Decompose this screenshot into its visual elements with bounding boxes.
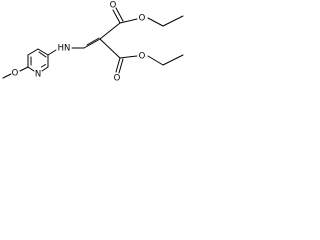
upper-carbonyl-oxygen-label: O <box>110 1 117 11</box>
lower-carbonyl-oxygen-label: O <box>114 74 121 84</box>
ring-amine-bond <box>47 49 57 56</box>
upper-carbonyl-bond <box>112 9 121 24</box>
lower-carbonyl-bond <box>115 57 121 73</box>
amine-label: HN <box>58 44 71 54</box>
pyridine-nitrogen-label: N <box>35 70 41 80</box>
upper-ethyl-bond-2 <box>162 15 184 27</box>
ring-bond-3-inner <box>38 51 47 58</box>
ring-bond-2 <box>27 48 39 56</box>
lower-ethyl-bond-2 <box>162 54 184 66</box>
ring-bond-5-inner <box>41 64 46 68</box>
lower-carbonyl-bond-inner <box>118 58 124 74</box>
upper-ester-bond <box>99 22 121 40</box>
ring-bond-5 <box>41 66 49 72</box>
ring-bond-3 <box>37 48 49 56</box>
lower-alkoxy-bond <box>119 55 138 59</box>
ring-bond-6 <box>27 66 35 72</box>
lower-ethyl-bond-1 <box>147 55 164 66</box>
atom-labels: O N HN O O O O <box>12 1 146 84</box>
vinyl-double-bond <box>83 38 101 49</box>
vinyl-double-bond-inner <box>86 37 100 46</box>
chemical-structure: O N HN O O O O <box>2 1 184 84</box>
upper-ethyl-bond-1 <box>147 17 164 27</box>
upper-carbonyl-bond-inner <box>115 7 124 22</box>
lower-ester-bond <box>99 38 121 59</box>
lower-alkoxy-oxygen-label: O <box>139 52 146 62</box>
bond-lines <box>2 7 184 79</box>
upper-alkoxy-oxygen-label: O <box>139 14 146 24</box>
methyl-bond <box>2 73 12 79</box>
methoxy-oxygen-label: O <box>12 69 19 79</box>
methoxy-ring-bond <box>19 66 29 72</box>
upper-alkoxy-bond <box>119 18 138 24</box>
